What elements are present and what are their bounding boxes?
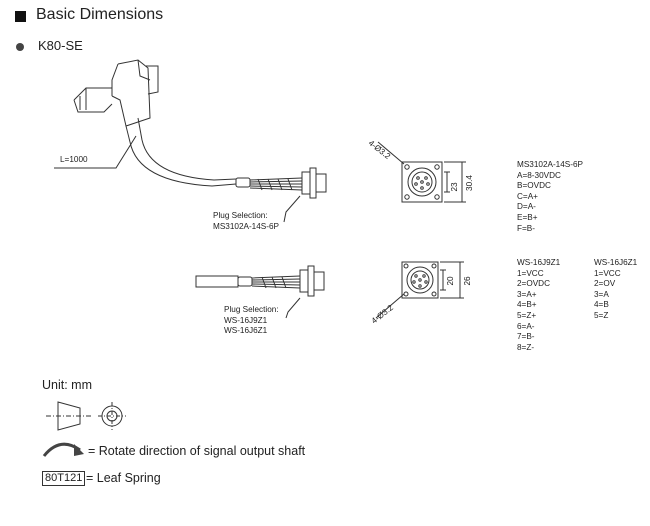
pinout-line: C=A+: [517, 191, 538, 201]
plug-bottom-leader: [285, 297, 301, 319]
pinout-line: D=A-: [517, 202, 536, 212]
pinout-line: 6=A-: [517, 321, 535, 331]
pinout-line: 7=B-: [517, 332, 535, 342]
plug-bottom-line: Plug Selection:: [224, 305, 279, 314]
pinout-line: WS-16J6Z1: [594, 258, 638, 267]
pinout-line: 3=A+: [517, 289, 537, 299]
pinout-top: MS3102A-14S-6P A=8-30VDC B=OVDC C=A+ D=A…: [517, 160, 583, 234]
plug-top-line: MS3102A-14S-6P: [213, 221, 279, 231]
leaf-spring-label: = Leaf Spring: [86, 471, 161, 485]
plug-bottom-line: WS-16J6Z1: [224, 326, 268, 336]
flange-top-drawing: [377, 141, 466, 203]
rotate-arrow-icon: [42, 442, 84, 457]
page-title: Basic Dimensions: [36, 6, 164, 23]
rotate-legend-label: = Rotate direction of signal output shaf…: [88, 444, 306, 458]
plug-top-line: Plug Selection:: [213, 211, 268, 220]
pinout-line: E=B+: [517, 212, 538, 222]
pinout-line: WS-16J9Z1: [517, 258, 561, 267]
cable-bottom-drawing: [195, 265, 325, 297]
pinout-line: B=OVDC: [517, 181, 551, 191]
unit-label: Unit: mm: [42, 378, 92, 392]
pinout-6pin: WS-16J6Z1 1=VCC 2=OV 3=A 4=B 5=Z: [594, 258, 637, 322]
hole-label-top: 4-Ø3.2: [367, 138, 393, 161]
pinout-line: 2=OVDC: [517, 279, 550, 289]
bullet-icon: [16, 43, 24, 51]
cable-length-label: L=1000: [60, 155, 88, 164]
plug-bottom-line: WS-16J9Z1: [224, 315, 268, 325]
pinout-line: 1=VCC: [517, 268, 544, 278]
pinout-line: A=8-30VDC: [517, 170, 561, 180]
length-leader: [54, 135, 137, 169]
pinout-line: 5=Z: [594, 310, 609, 320]
pinout-line: 2=OV: [594, 279, 616, 289]
dim-inner-top: 23: [450, 182, 459, 192]
dim-outer-bottom: 26: [463, 276, 472, 286]
pinout-line: 4=B+: [517, 300, 537, 310]
plug-top-label: Plug Selection: MS3102A-14S-6P: [213, 211, 279, 232]
plug-bottom-label: Plug Selection: WS-16J9Z1 WS-16J6Z1: [224, 305, 279, 337]
pinout-line: MS3102A-14S-6P: [517, 160, 583, 169]
plug-top-leader: [283, 195, 301, 223]
pinout-line: 5=Z+: [517, 310, 537, 320]
encoder-body-drawing: [73, 59, 159, 143]
projection-symbol-icon: [46, 401, 126, 431]
title-square-icon: [15, 11, 26, 22]
pinout-9pin: WS-16J9Z1 1=VCC 2=OVDC 3=A+ 4=B+ 5=Z+ 6=…: [517, 258, 560, 353]
dim-inner-bottom: 20: [446, 276, 455, 286]
dim-outer-top: 30.4: [465, 175, 474, 191]
leaf-spring-code: 80T121: [42, 471, 86, 486]
pinout-line: F=B-: [517, 223, 535, 233]
pinout-line: 1=VCC: [594, 268, 621, 278]
hole-label-bottom: 4-Ø3.2: [370, 303, 396, 326]
pinout-line: 8=Z-: [517, 342, 535, 352]
flange-bottom-drawing: [375, 261, 464, 319]
pinout-line: 3=A: [594, 289, 609, 299]
cable-drawing: [129, 139, 327, 199]
model-label: K80-SE: [38, 38, 83, 53]
pinout-line: 4=B: [594, 300, 609, 310]
